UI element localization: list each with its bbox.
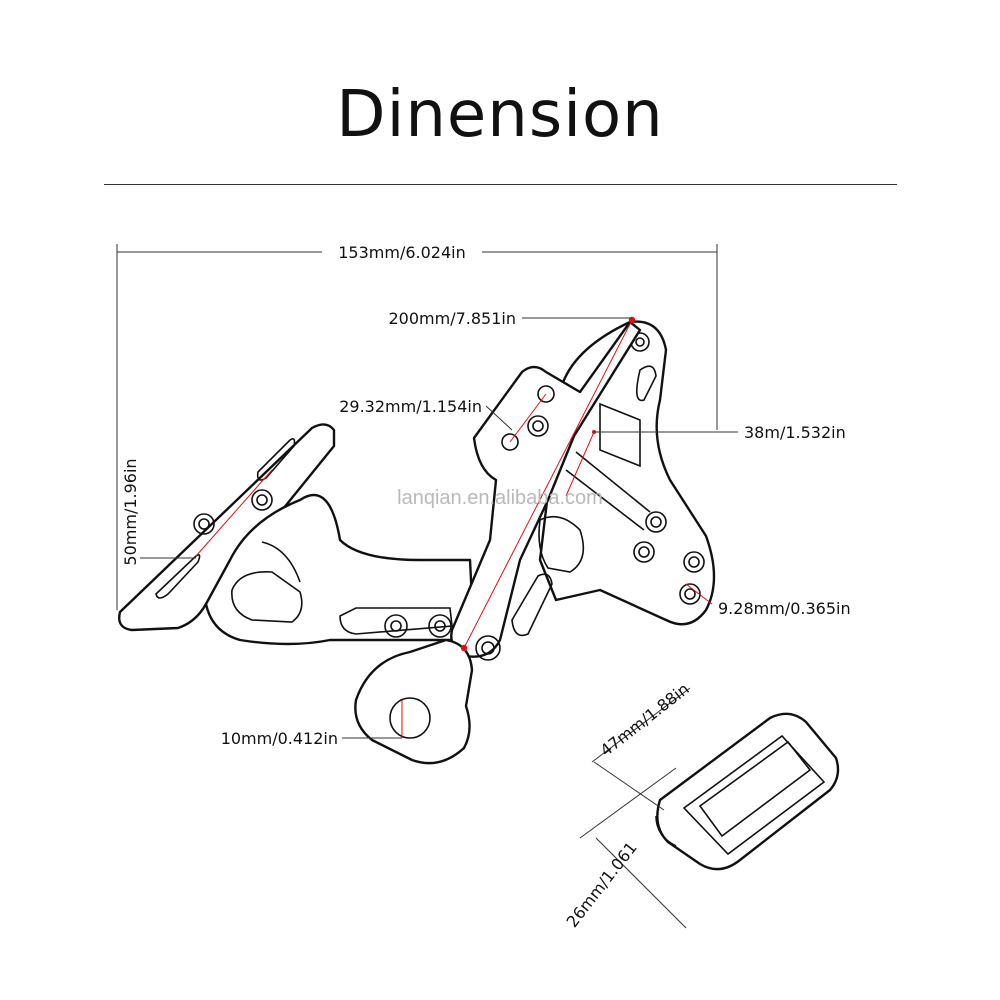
red-reference-lines: [401, 316, 713, 738]
light-width-label: 26mm/1.061: [563, 838, 641, 931]
clamp-hole-label: 10mm/0.412in: [221, 729, 338, 748]
title-divider: [104, 184, 897, 185]
diagonal-length-label: 200mm/7.851in: [389, 309, 517, 328]
overall-width-label: 153mm/6.024in: [338, 243, 466, 262]
tail-light-view: 47mm/1.88in 26mm/1.061: [563, 679, 840, 931]
plate-height-label: 50mm/1.96in: [121, 458, 140, 565]
watermark: lanqian.en.alibaba.com: [397, 487, 603, 509]
rear-bracket: [538, 320, 716, 626]
leader-lines: [140, 317, 738, 739]
hole-spacing-label: 29.32mm/1.154in: [339, 397, 482, 416]
left-plate: [118, 423, 336, 632]
mount-clamp: [354, 638, 474, 765]
connecting-arm: [204, 493, 476, 646]
overall-width-dimension: 153mm/6.024in: [116, 243, 718, 610]
light-length-label: 47mm/1.88in: [597, 679, 693, 760]
slot-width-label: 38m/1.532in: [744, 423, 846, 442]
page-title: Dinension: [336, 78, 664, 152]
small-hole-label: 9.28mm/0.365in: [718, 599, 851, 618]
